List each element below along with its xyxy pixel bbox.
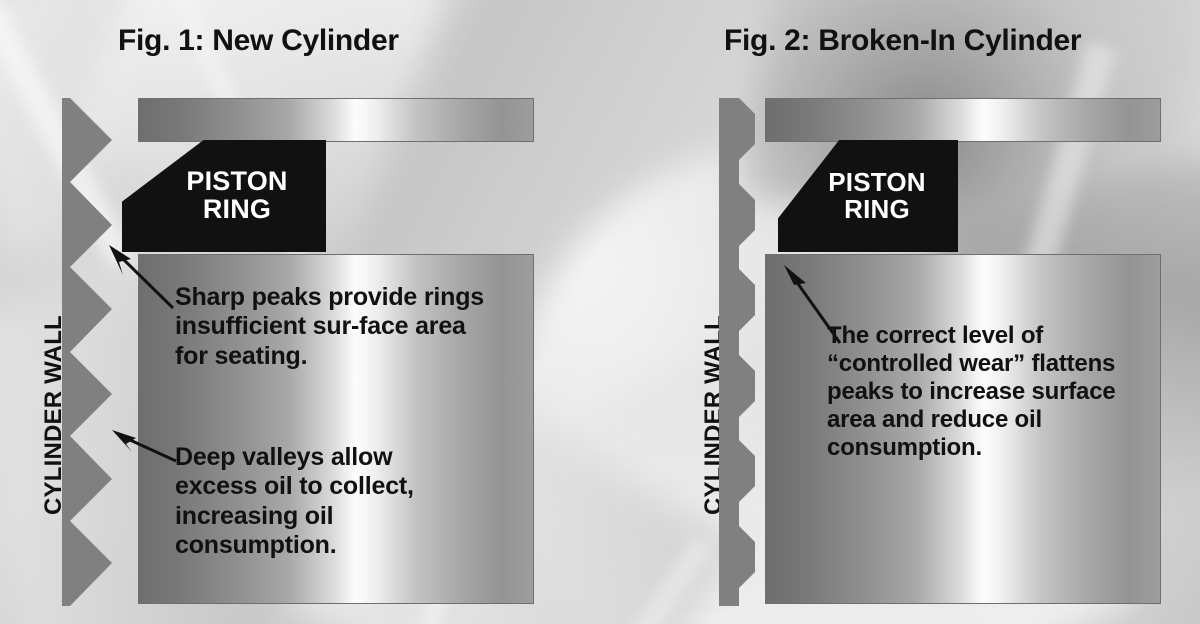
figure-2-title: Fig. 2: Broken-In Cylinder <box>724 24 1082 57</box>
figure-1-sharp-peaks-callout: Sharp peaks provide rings insufficient s… <box>175 283 484 370</box>
figure-2-piston-ring-label: PISTON RING <box>828 169 926 222</box>
figure-2-controlled-wear-callout: The correct level of “controlled wear” f… <box>827 322 1116 462</box>
figure-1-deep-valleys-callout: Deep valleys allow excess oil to collect… <box>175 443 414 559</box>
figure-1-ring-label-line-2: RING <box>202 194 272 224</box>
figure-2-cylinder-wall-profile <box>719 98 755 606</box>
figure-1-piston-ring-label: PISTON RING <box>186 168 287 223</box>
arrow-to-sharp-peak-icon <box>109 245 175 310</box>
arrow-to-flattened-peak-icon <box>784 265 842 344</box>
figure-2-piston-top-land <box>765 98 1161 142</box>
arrow-to-deep-valley-icon <box>112 430 177 463</box>
figure-1-title: Fig. 1: New Cylinder <box>118 24 399 57</box>
figure-1-piston-body <box>138 254 534 604</box>
figure-2-ring-label-line-1: PISTON <box>828 167 926 198</box>
figure-1-piston-top-land <box>138 98 534 142</box>
figure-2-ring-label-line-2: RING <box>844 194 910 224</box>
figure-1-ring-label-line-1: PISTON <box>186 166 288 197</box>
figure-1-cylinder-wall-profile <box>62 98 112 606</box>
figure-1-piston-ring: PISTON RING <box>122 140 326 252</box>
figure-2-piston-body <box>765 254 1161 604</box>
